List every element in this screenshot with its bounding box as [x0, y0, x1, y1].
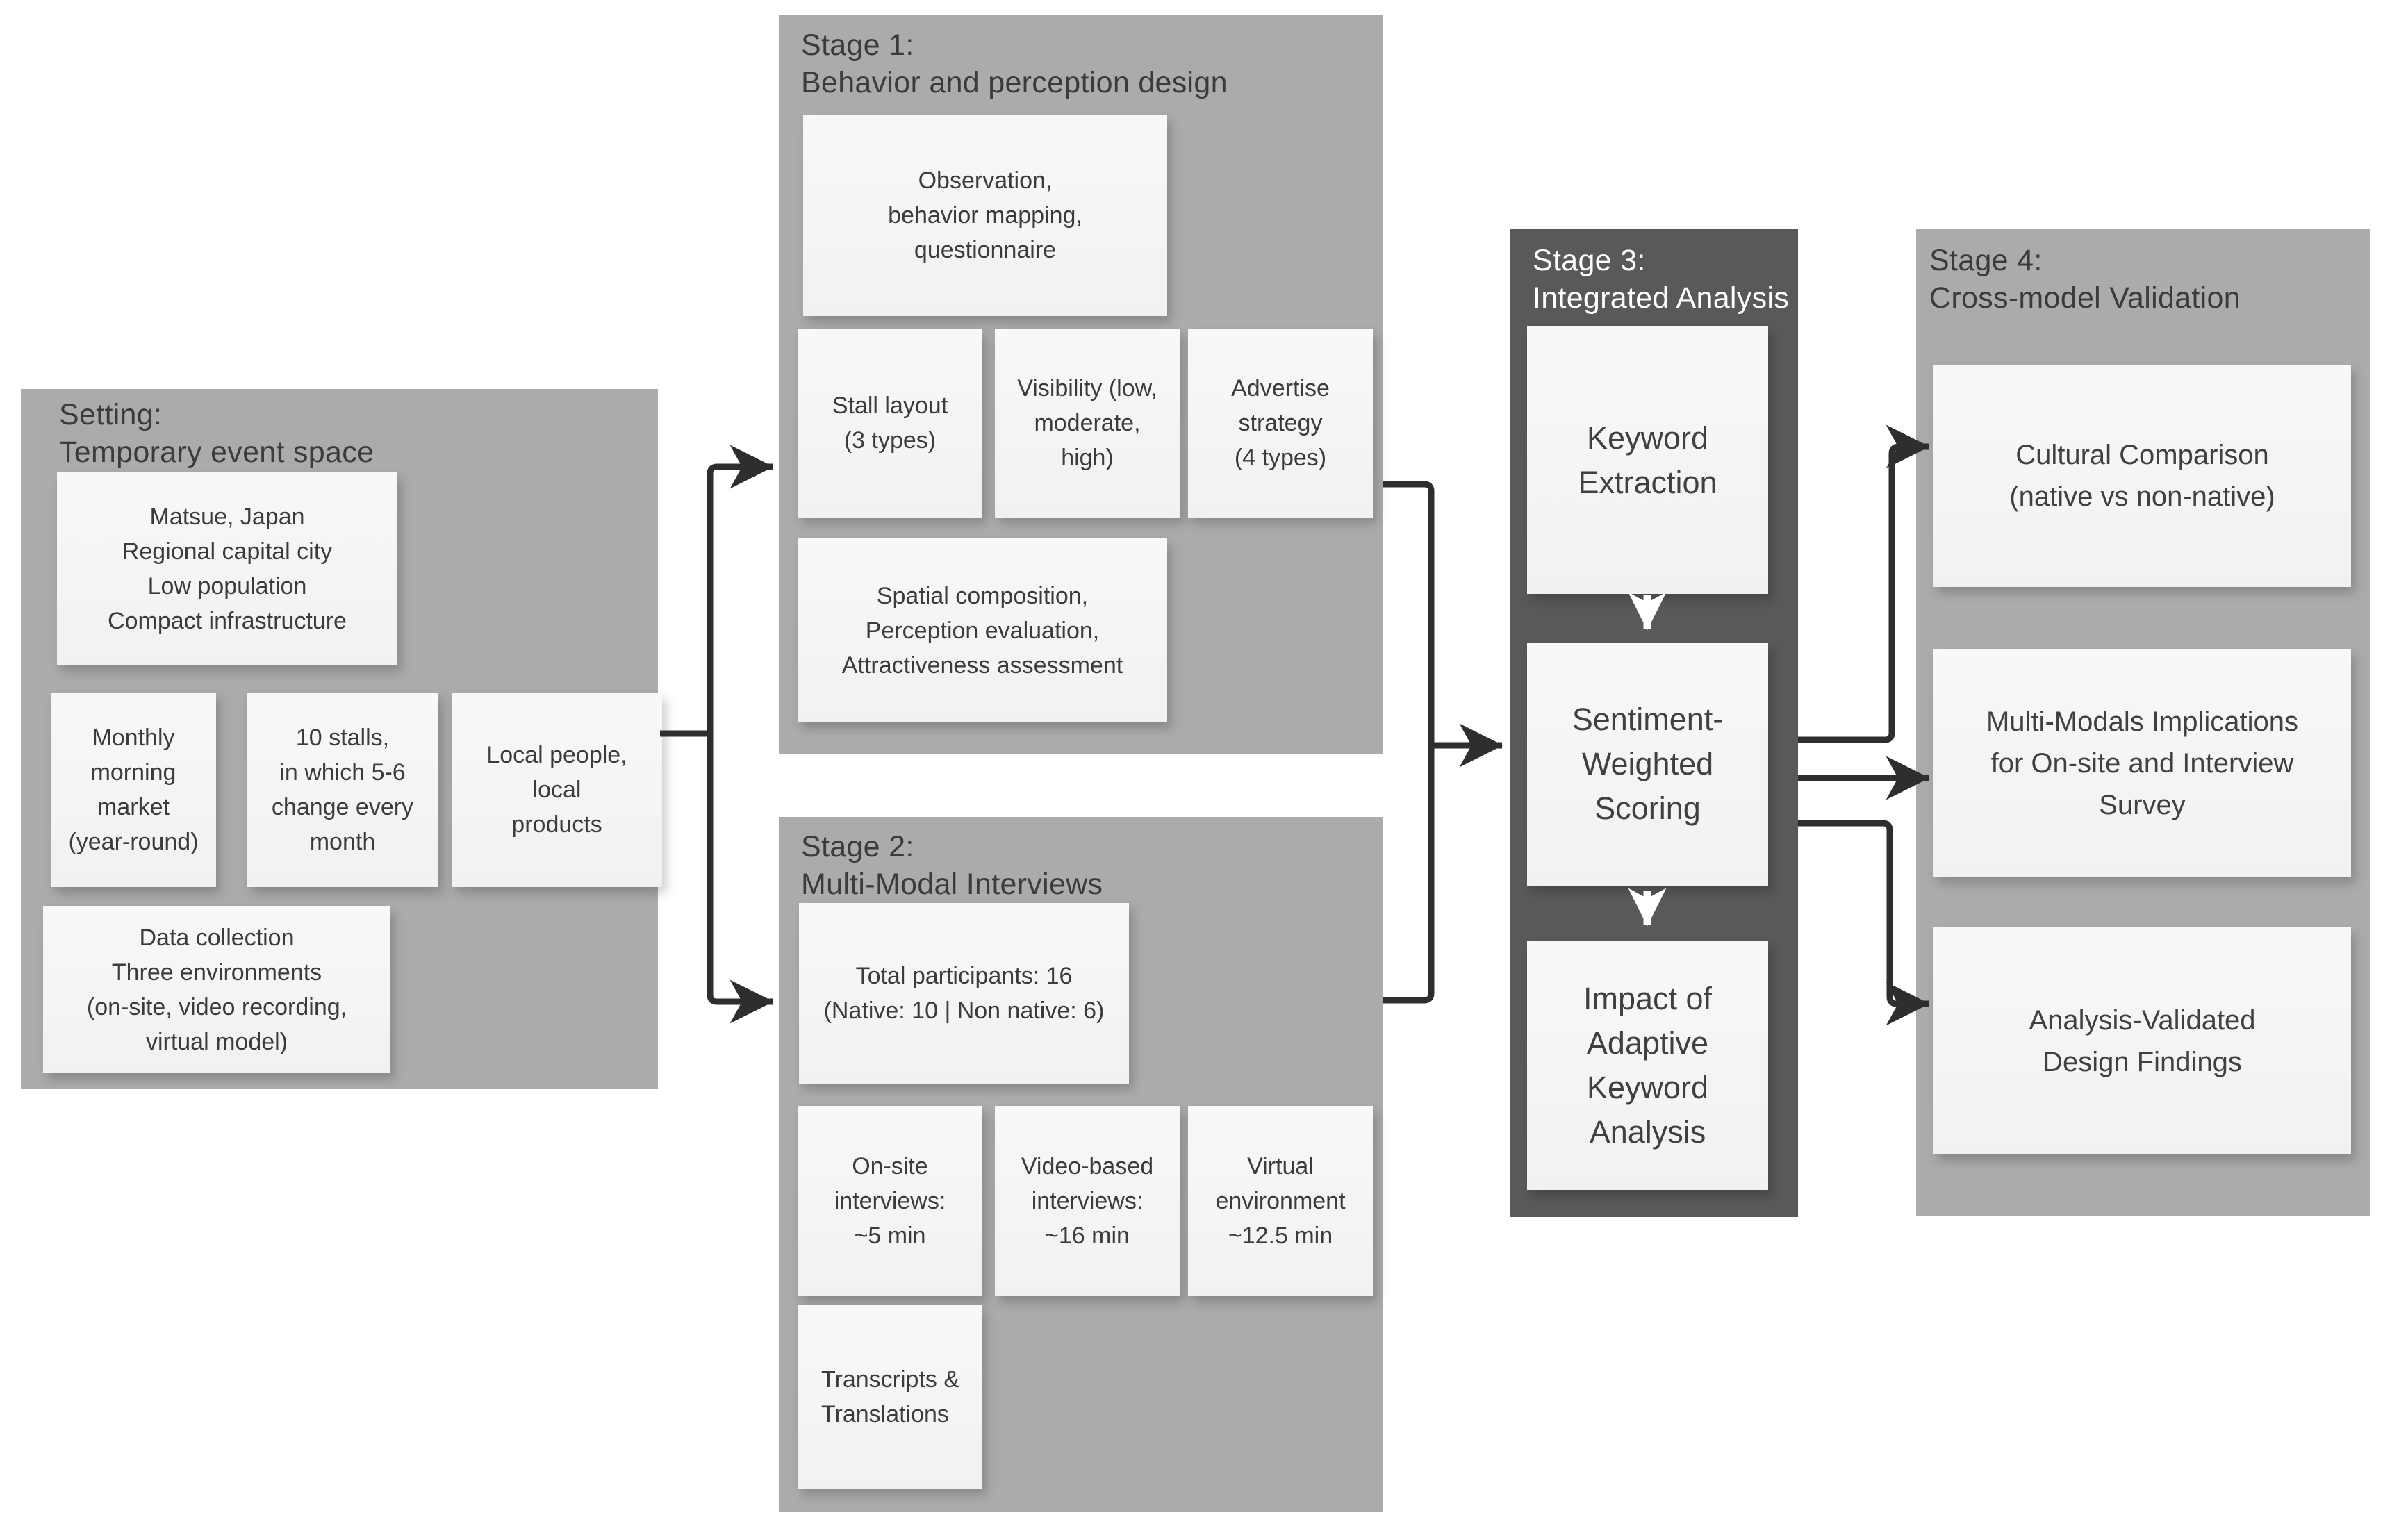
- box-setting-market: Monthly morning market (year-round): [51, 693, 216, 887]
- box-stage2-transcripts: Transcripts & Translations: [798, 1305, 982, 1489]
- panel-stage4-title: Stage 4: Cross-model Validation: [1929, 244, 2241, 315]
- panel-stage4: Stage 4: Cross-model Validation Cultural…: [1916, 229, 2370, 1216]
- panel-stage3-title: Stage 3: Integrated Analysis: [1533, 244, 1790, 315]
- box-stage3-keyword: Keyword Extraction: [1527, 326, 1768, 594]
- box-stage2-virtual: Virtual environment ~12.5 min: [1188, 1106, 1373, 1296]
- box-stage2-onsite: On-site interviews: ~5 min: [798, 1106, 982, 1296]
- edge-merge-bracket: [1383, 481, 1435, 1004]
- box-stage3-impact: Impact of Adaptive Keyword Analysis: [1527, 941, 1768, 1190]
- edge-stage3-to-cultural: [1798, 424, 1930, 743]
- box-stage1-evaluation: Spatial composition, Perception evaluati…: [798, 538, 1167, 722]
- box-stage1-stall-layout: Stall layout (3 types): [798, 329, 982, 518]
- panel-stage1-title: Stage 1: Behavior and perception design: [801, 28, 1228, 99]
- box-stage1-advertise: Advertise strategy (4 types): [1188, 329, 1373, 518]
- box-stage4-findings: Analysis-Validated Design Findings: [1933, 927, 2351, 1154]
- panel-stage3: Stage 3: Integrated Analysis Keyword Ext…: [1510, 229, 1798, 1217]
- box-setting-data-collection: Data collection Three environments (on-s…: [43, 906, 390, 1073]
- box-stage1-visibility: Visibility (low, moderate, high): [995, 329, 1180, 518]
- edge-setting-to-stage1: [660, 445, 774, 737]
- edge-setting-to-stage2: [707, 734, 774, 1024]
- box-stage3-sentiment: Sentiment- Weighted Scoring: [1527, 643, 1768, 886]
- box-stage2-participants: Total participants: 16 (Native: 10 | Non…: [799, 903, 1129, 1084]
- edge-stage3-to-findings: [1798, 820, 1930, 1026]
- panel-setting: Setting: Temporary event space Matsue, J…: [21, 389, 662, 1089]
- box-stage4-implications: Multi-Modals Implications for On-site an…: [1933, 649, 2351, 877]
- box-stage4-cultural: Cultural Comparison (native vs non-nativ…: [1933, 365, 2351, 587]
- box-setting-profile: Matsue, Japan Regional capital city Low …: [57, 472, 397, 665]
- panel-stage1: Stage 1: Behavior and perception design …: [779, 15, 1383, 754]
- panel-stage2: Stage 2: Multi-Modal Interviews Total pa…: [779, 817, 1383, 1512]
- box-stage1-methods: Observation, behavior mapping, questionn…: [803, 115, 1167, 316]
- panel-stage2-title: Stage 2: Multi-Modal Interviews: [801, 830, 1103, 901]
- box-stage2-video: Video-based interviews: ~16 min: [995, 1106, 1180, 1296]
- box-setting-people: Local people, local products: [452, 693, 662, 887]
- box-setting-stalls: 10 stalls, in which 5-6 change every mon…: [247, 693, 438, 887]
- panel-setting-title: Setting: Temporary event space: [59, 398, 374, 469]
